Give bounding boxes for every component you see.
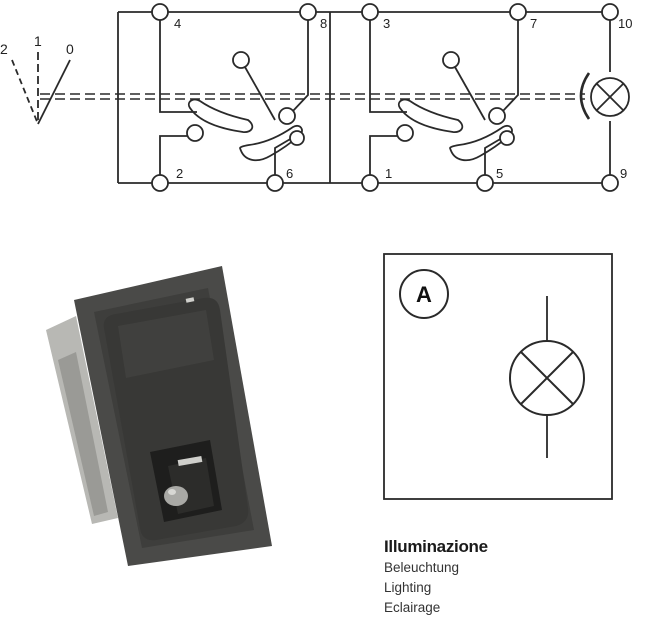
wire-8-to-contact bbox=[291, 12, 309, 113]
terminal-1 bbox=[361, 174, 379, 192]
switch-mount-tab bbox=[185, 297, 195, 303]
terminal-7 bbox=[509, 3, 527, 21]
legend-german: Beleuchtung bbox=[384, 560, 460, 575]
terminal-label-6: 6 bbox=[286, 166, 293, 181]
terminal-5 bbox=[476, 174, 494, 192]
switch-rocker-highlight bbox=[118, 310, 214, 378]
wire-5-to-contact bbox=[484, 137, 503, 183]
terminal-label-10: 10 bbox=[618, 16, 632, 31]
terminal-6 bbox=[266, 174, 284, 192]
terminal-label-4: 4 bbox=[174, 16, 181, 31]
lamp-symbol-circle bbox=[590, 77, 630, 117]
wire-3-to-contact bbox=[369, 12, 407, 113]
terminal-3 bbox=[361, 3, 379, 21]
terminals bbox=[151, 3, 619, 192]
position-line-0 bbox=[37, 59, 71, 125]
terminal-label-3: 3 bbox=[383, 16, 390, 31]
symbol-frame bbox=[383, 253, 613, 500]
position-label-2: 2 bbox=[0, 41, 8, 57]
lamp-cross-b bbox=[596, 83, 624, 111]
symbol-badge-circle bbox=[399, 269, 449, 319]
wiring-schematic bbox=[11, 11, 630, 184]
left-contact-upper-right bbox=[278, 107, 296, 125]
wire-2-to-contact bbox=[159, 135, 188, 183]
terminal-label-8: 8 bbox=[320, 16, 327, 31]
right-contact-upper-right bbox=[488, 107, 506, 125]
left-pivot-contact bbox=[232, 51, 250, 69]
symbol-badge-letter: A bbox=[416, 282, 432, 307]
left-lower-contact bbox=[239, 124, 303, 162]
terminal-label-7: 7 bbox=[530, 16, 537, 31]
position-label-1: 1 bbox=[34, 33, 42, 49]
rocker-switch-photo bbox=[46, 266, 272, 566]
right-lower-contact bbox=[449, 124, 513, 162]
wire-7-to-contact bbox=[501, 12, 519, 113]
legend-title-italian: Illuminazione bbox=[384, 537, 488, 556]
legend-french: Eclairage bbox=[384, 600, 441, 615]
terminal-10 bbox=[601, 3, 619, 21]
right-contact-lower-right bbox=[499, 130, 515, 146]
switch-bulb bbox=[164, 486, 188, 506]
right-contact-lower-left bbox=[396, 124, 414, 142]
terminal-label-1: 1 bbox=[385, 166, 392, 181]
terminal-8 bbox=[299, 3, 317, 21]
wire-4-to-contact bbox=[159, 12, 197, 113]
terminal-2 bbox=[151, 174, 169, 192]
switch-side-shadow bbox=[58, 352, 108, 516]
wire-1-to-contact bbox=[369, 135, 398, 183]
left-contact-lower-right bbox=[289, 130, 305, 146]
right-lever bbox=[450, 59, 486, 121]
lamp-bracket bbox=[579, 72, 591, 120]
switch-bulb-base bbox=[177, 455, 203, 467]
lamp-icon-cross-b bbox=[520, 351, 574, 405]
switch-bulb-shine bbox=[168, 489, 176, 495]
function-legend: Illuminazione Beleuchtung Lighting Eclai… bbox=[384, 536, 624, 618]
terminal-9 bbox=[601, 174, 619, 192]
lamp-icon-circle bbox=[509, 340, 585, 416]
left-lever bbox=[240, 59, 276, 121]
position-line-2 bbox=[11, 59, 39, 125]
symbol-panel: A bbox=[383, 253, 613, 500]
position-label-0: 0 bbox=[66, 41, 74, 57]
left-contact-lower-left bbox=[186, 124, 204, 142]
terminal-label-9: 9 bbox=[620, 166, 627, 181]
terminal-label-5: 5 bbox=[496, 166, 503, 181]
terminal-4 bbox=[151, 3, 169, 21]
terminal-label-2: 2 bbox=[176, 166, 183, 181]
wire-6-to-contact bbox=[274, 137, 293, 183]
right-pivot-contact bbox=[442, 51, 460, 69]
legend-english: Lighting bbox=[384, 580, 432, 595]
